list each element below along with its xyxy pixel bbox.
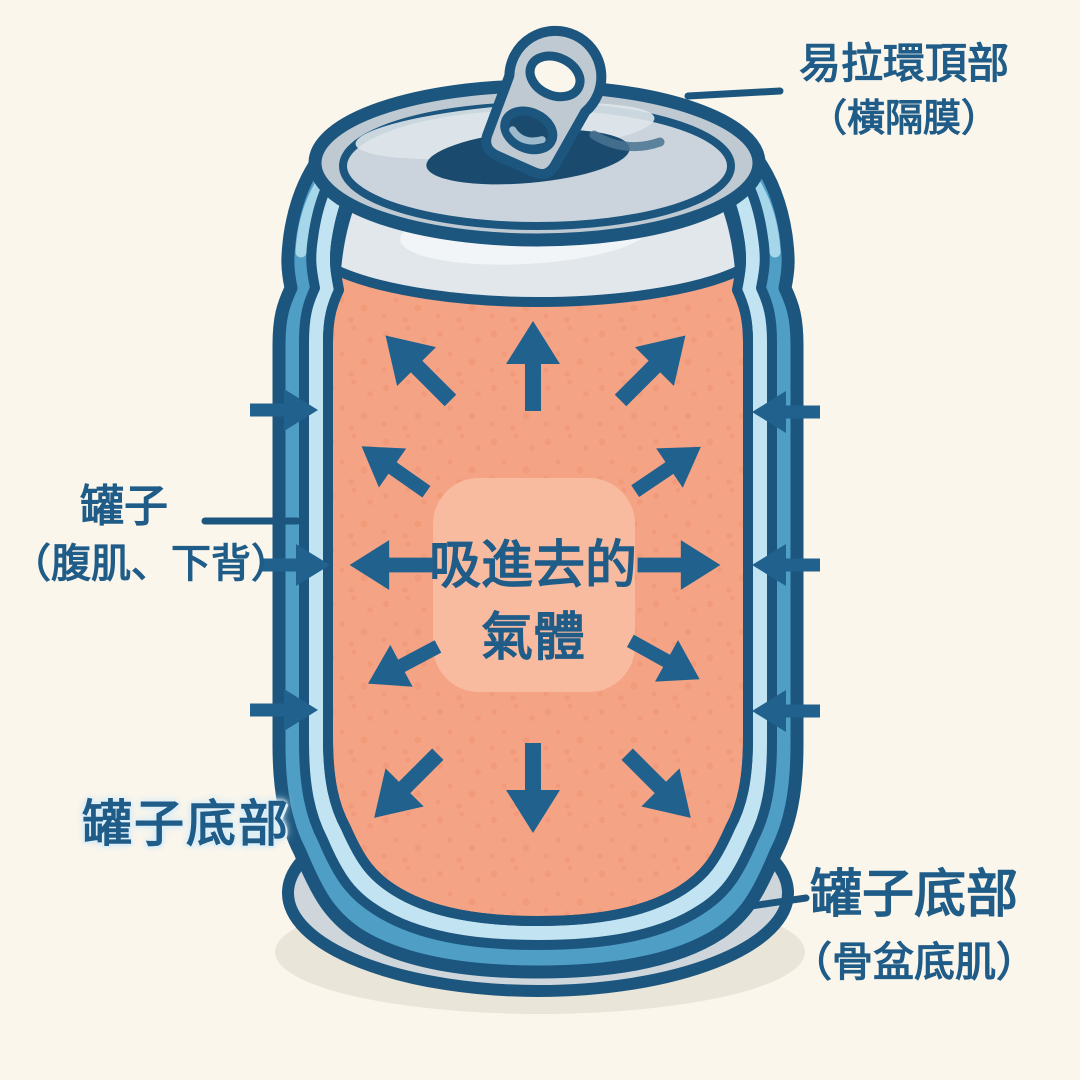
label-can-wall-line1: 罐子	[80, 481, 168, 532]
callout-lines	[201, 87, 810, 911]
pointer-line-pull-tab	[684, 87, 784, 100]
label-pull-tab-line2: （橫隔膜）	[808, 96, 999, 141]
label-can-bottom-left: 罐子底部	[82, 795, 290, 853]
label-can-wall-line2: （腹肌、下背）	[11, 541, 291, 587]
pull-tab-finger-hole	[525, 51, 585, 102]
label-can-bottom-right: 罐子底部 （骨盆底肌）	[788, 865, 1040, 986]
label-pull-tab-top: 易拉環頂部 （橫隔膜）	[791, 39, 1017, 141]
label-inhaled-air-line1: 吸進去的	[428, 536, 637, 596]
label-inhaled-air-line2: 氣體	[480, 607, 585, 668]
lid-shadow-swoosh	[589, 130, 665, 152]
center-text-patch	[433, 478, 635, 692]
label-inhaled-air: 吸進去的 氣體	[411, 531, 655, 675]
pointer-line-can-bottom	[740, 894, 810, 911]
pull-tab-icon	[481, 25, 607, 180]
label-can-bottom-right-line1: 罐子底部	[809, 865, 1018, 925]
label-can-bottom-right-line2: （骨盆底肌）	[791, 937, 1037, 986]
label-pull-tab-line1: 易拉環頂部	[798, 39, 1009, 88]
